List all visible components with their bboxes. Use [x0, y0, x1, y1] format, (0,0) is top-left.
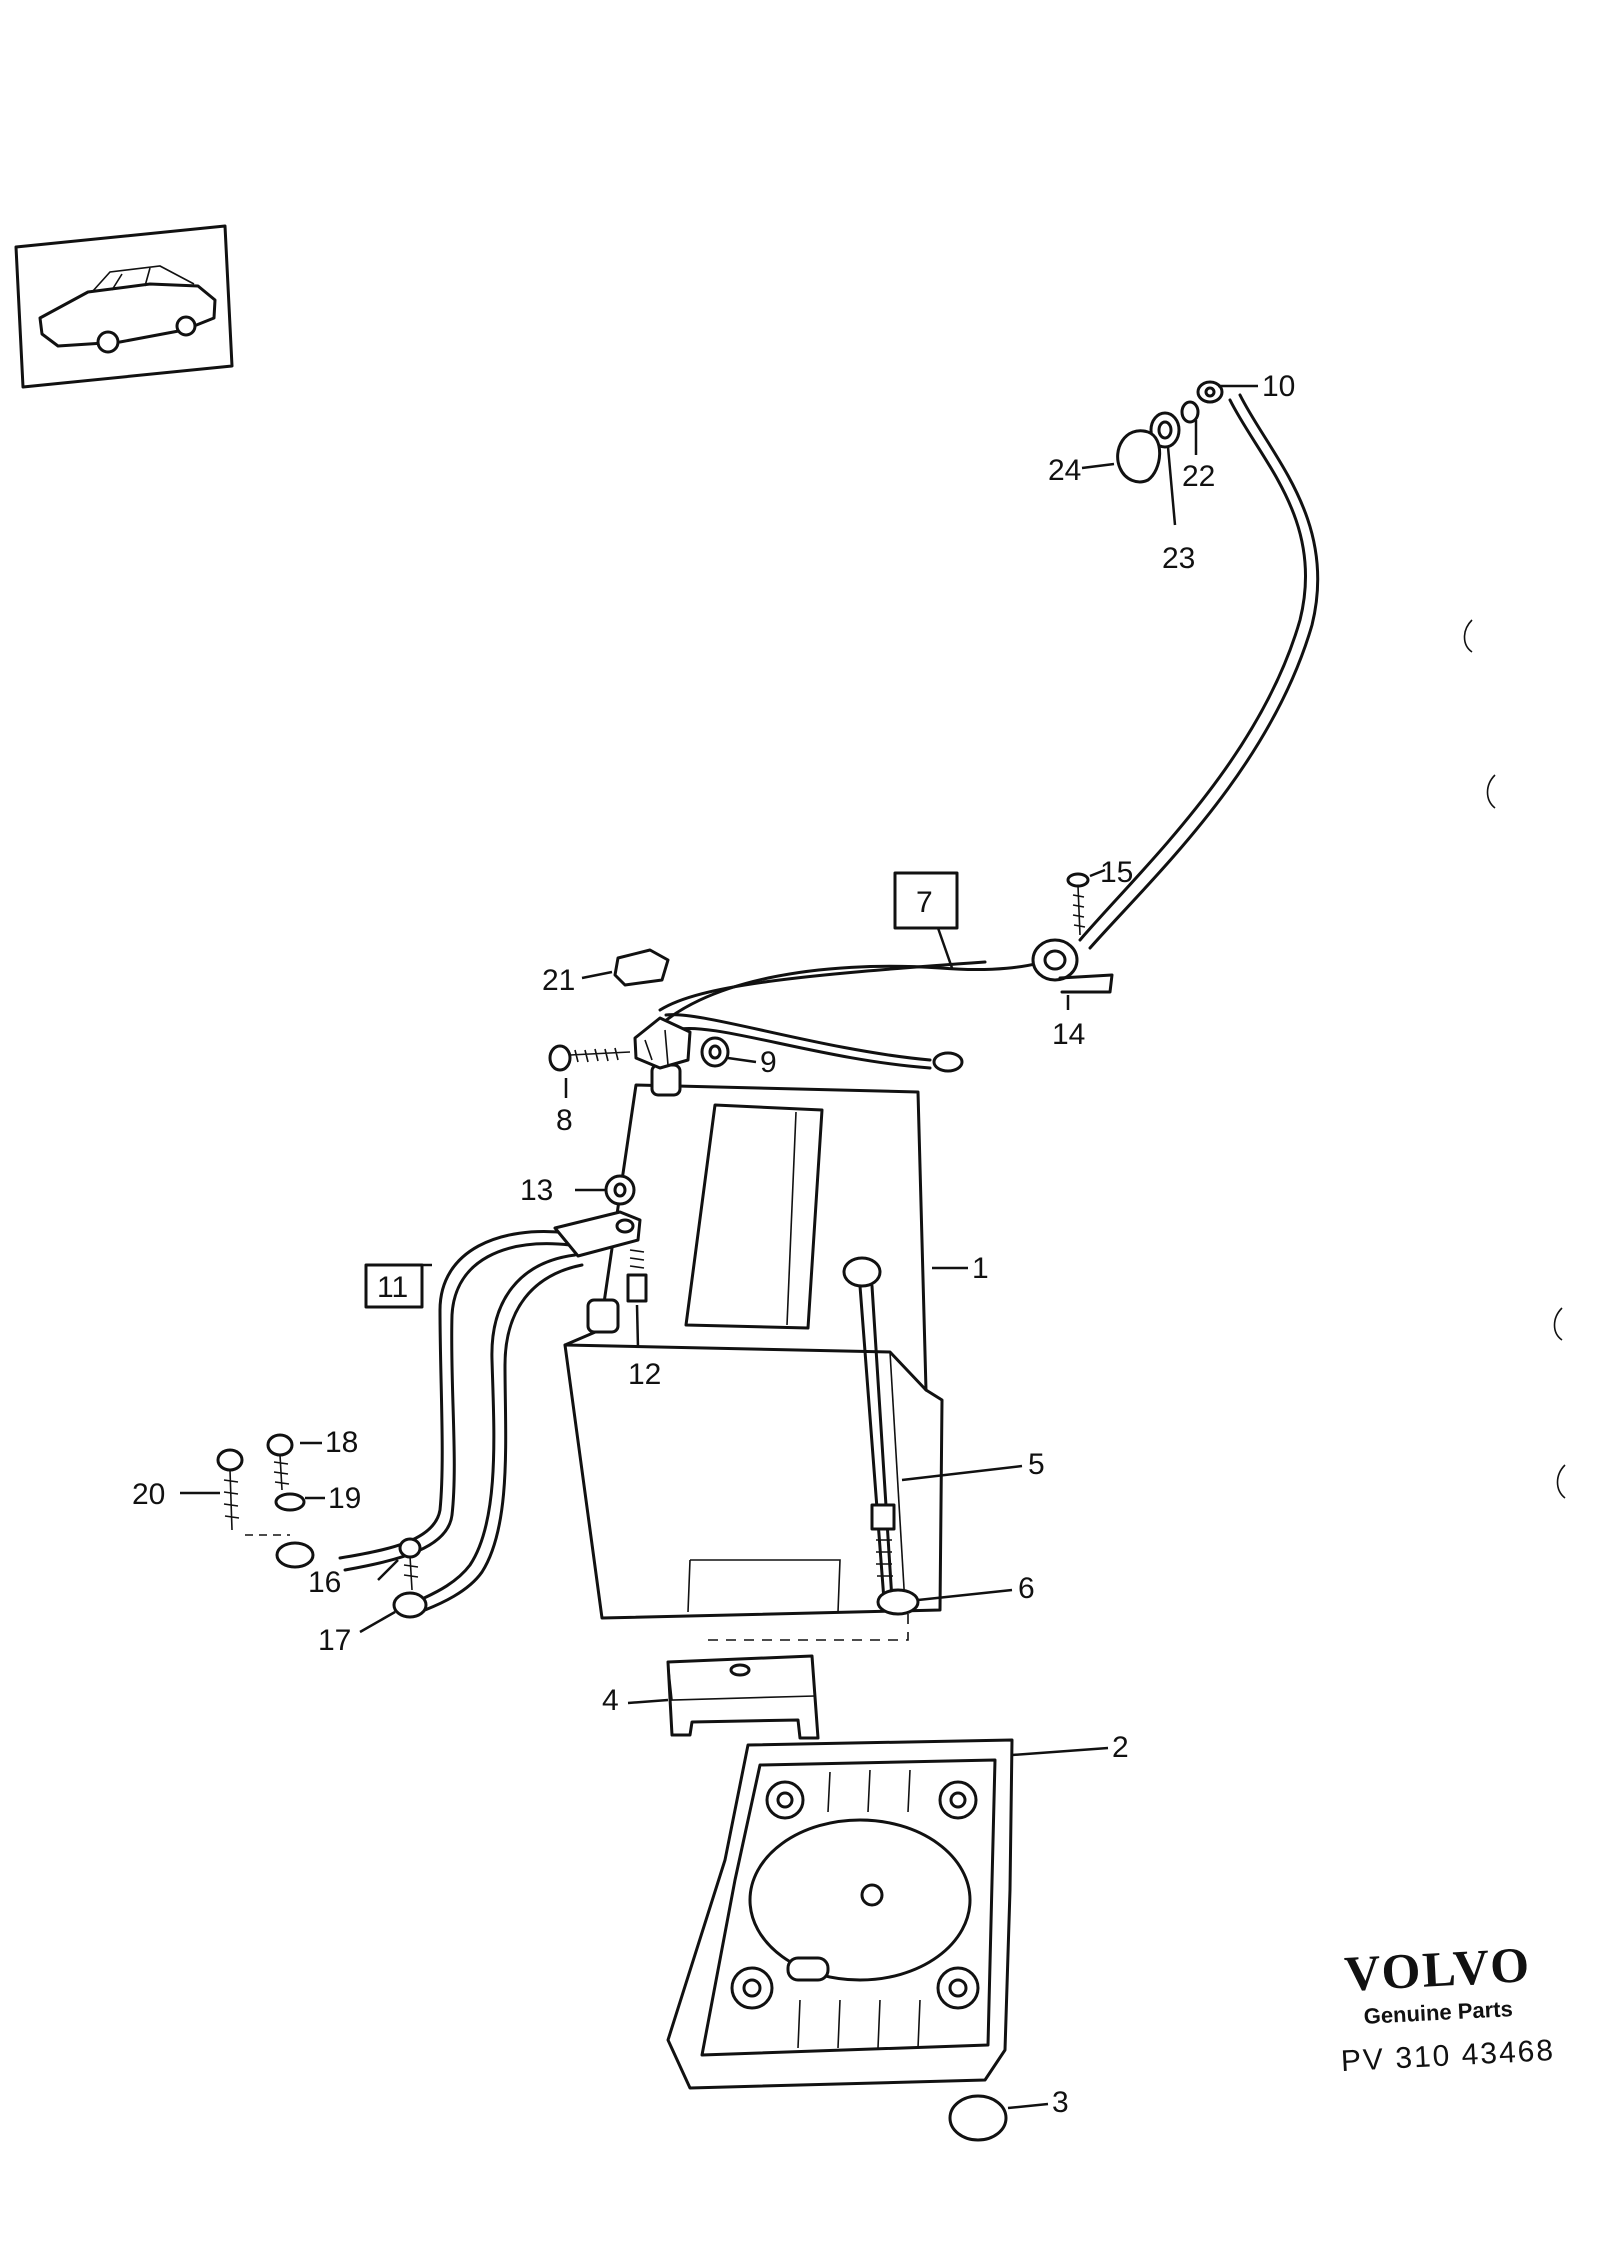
callout-16: 16: [308, 1566, 341, 1599]
vehicle-thumbnail: [14, 224, 234, 389]
clamp-nut: [700, 1036, 730, 1068]
callout-17: 17: [318, 1624, 351, 1657]
car-icon: [38, 265, 217, 354]
terminal-bolt: [626, 1249, 648, 1303]
callout-18: 18: [325, 1426, 358, 1459]
terminal-cover: [613, 948, 670, 987]
callout-1: 1: [972, 1252, 989, 1285]
brand-logo: VOLVO: [1343, 1936, 1532, 2002]
battery-tray: [666, 1738, 1014, 2090]
terminal-nut: [604, 1174, 636, 1206]
callout-23: 23: [1162, 542, 1195, 575]
clamp-bolt: [548, 1044, 631, 1072]
screw-18: [266, 1433, 294, 1491]
callout-22: 22: [1182, 460, 1215, 493]
cable-clamp: [1031, 938, 1114, 994]
callout-14: 14: [1052, 1018, 1085, 1051]
ground-lug-2: [392, 1591, 428, 1619]
drain-plug: [948, 2094, 1008, 2142]
lock-washer: [1180, 400, 1200, 424]
hex-nut: [1149, 411, 1181, 449]
ground-lug: [275, 1541, 315, 1569]
callout-7: 7: [916, 886, 933, 919]
screw: [1066, 872, 1090, 936]
washer-nut: [876, 1588, 920, 1616]
callout-8: 8: [556, 1104, 573, 1137]
brand-tagline: Genuine Parts: [1363, 1996, 1513, 2029]
battery: [563, 1063, 944, 1620]
callout-19: 19: [328, 1482, 361, 1515]
callout-21: 21: [542, 964, 575, 997]
hold-down-clamp: [666, 1654, 820, 1740]
part-reference: PV 310 43468: [1340, 2034, 1556, 2078]
callout-5: 5: [1028, 1448, 1045, 1481]
callout-4: 4: [602, 1684, 619, 1717]
callout-box-7: [893, 871, 959, 930]
callout-10: 10: [1262, 370, 1295, 403]
flange-bolt: [216, 1448, 244, 1531]
callout-9: 9: [760, 1046, 777, 1079]
terminal-clamp: [633, 1016, 692, 1070]
battery-terminal-icon: [586, 1063, 682, 1334]
callout-24: 24: [1048, 454, 1081, 487]
callout-13: 13: [520, 1174, 553, 1207]
tie-rod: [842, 1256, 896, 1602]
callout-3: 3: [1052, 2086, 1069, 2119]
volvo-branding: VOLVO Genuine Parts PV 310 43468: [1340, 1936, 1556, 2078]
cable-terminal-lug: [1196, 380, 1224, 404]
callout-15: 15: [1100, 856, 1133, 889]
scan-marks: [1463, 619, 1566, 1499]
callout-20: 20: [132, 1478, 165, 1511]
leader-lines: [180, 384, 1258, 2110]
screw-16: [398, 1537, 422, 1591]
callout-2: 2: [1112, 1731, 1129, 1764]
callout-11: 11: [377, 1271, 408, 1304]
callout-12: 12: [628, 1358, 661, 1391]
negative-cable: [338, 1210, 642, 1612]
protective-cap: [1116, 429, 1162, 484]
positive-cable: [648, 393, 1320, 1073]
callout-6: 6: [1018, 1572, 1035, 1605]
washer-19: [274, 1492, 306, 1512]
callout-box-11: [364, 1263, 424, 1309]
